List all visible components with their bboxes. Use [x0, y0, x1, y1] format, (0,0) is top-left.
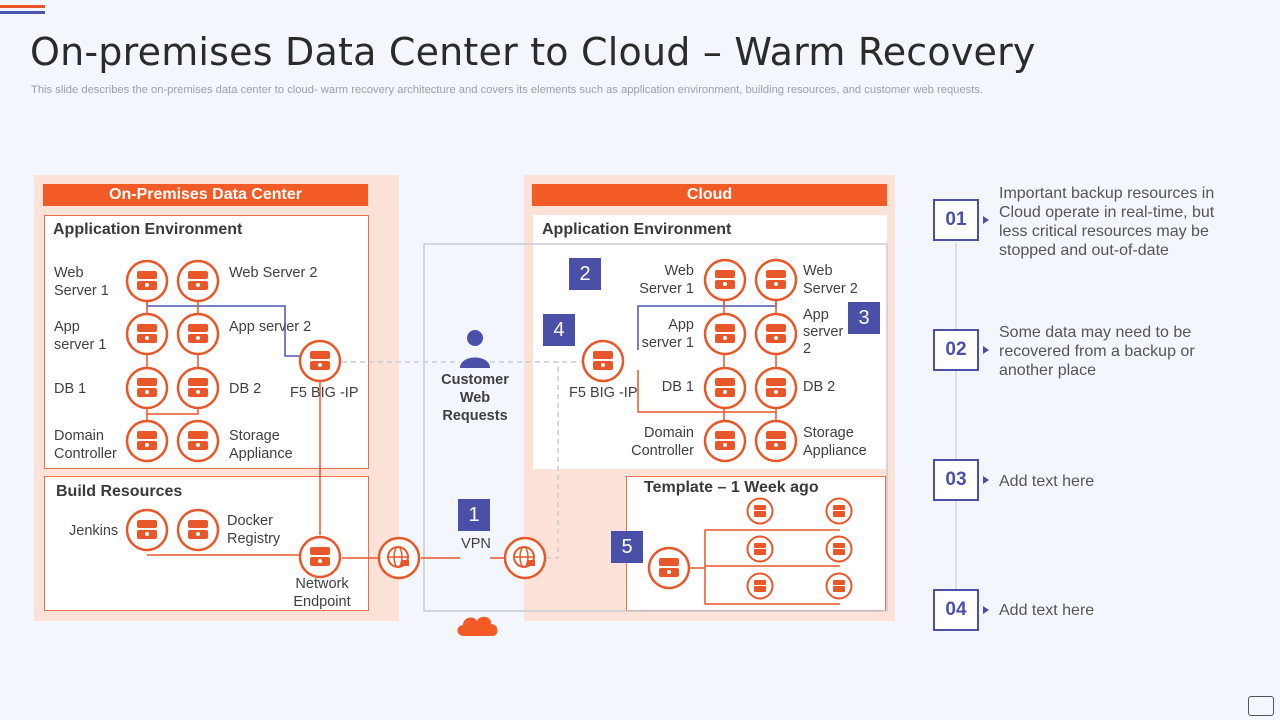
badge-1: 1: [458, 499, 490, 531]
step-arrow-icon: [983, 216, 989, 224]
step-arrow-icon: [983, 606, 989, 614]
step-number-01: 01: [933, 199, 979, 241]
server-icon: [176, 366, 220, 415]
build-resources-title: Build Resources: [56, 483, 183, 500]
cloud-f5-label: F5 BIG -IP: [569, 385, 638, 401]
cloud-app-server-1-label: App server 1: [641, 317, 694, 351]
server-icon: [825, 572, 853, 605]
onprem-db-1-label: DB 1: [54, 381, 87, 397]
server-icon: [754, 258, 798, 307]
server-icon: [746, 572, 774, 605]
server-icon: [125, 419, 169, 468]
load-balancer-icon: [298, 339, 342, 388]
cloud-db-2-label: DB 2: [803, 379, 836, 395]
vpn-globe-icon: [377, 536, 421, 585]
step-text-03: Add text here: [999, 473, 1095, 490]
vpn-globe-icon: [503, 536, 547, 585]
step-text-01: Important backup resources in Cloud oper…: [999, 185, 1215, 259]
onprem-web-server-2-label: Web Server 2: [229, 265, 318, 281]
server-icon: [176, 312, 220, 361]
badge-5: 5: [611, 531, 643, 563]
step-number-04: 04: [933, 589, 979, 631]
jenkins-label: Jenkins: [69, 523, 119, 539]
load-balancer-icon: [581, 339, 625, 388]
onprem-app-env-title: Application Environment: [53, 221, 243, 238]
cloud-header: Cloud: [532, 184, 887, 206]
server-icon: [746, 497, 774, 530]
accent-bar-orange: [0, 5, 45, 8]
cloud-app-env-title: Application Environment: [542, 221, 732, 238]
onprem-header: On-Premises Data Center: [43, 184, 368, 206]
server-icon: [754, 419, 798, 468]
vpn-label: VPN: [461, 536, 491, 552]
page-title: On-premises Data Center to Cloud – Warm …: [30, 30, 1036, 74]
server-icon: [703, 366, 747, 415]
onprem-domain-controller-label: Domain Controller: [54, 428, 117, 462]
cloud-icon: [454, 610, 500, 643]
template-title: Template – 1 Week ago: [644, 479, 819, 496]
onprem-f5-label: F5 BIG -IP: [290, 385, 359, 401]
step-arrow-icon: [983, 346, 989, 354]
onprem-web-server-1-label: Web Server 1: [54, 265, 109, 299]
badge-3: 3: [848, 302, 880, 334]
accent-bar-blue: [0, 11, 45, 14]
onprem-app-server-2-label: App server 2: [229, 319, 312, 335]
cloud-db-1-label: DB 1: [661, 379, 694, 395]
server-icon: [703, 312, 747, 361]
server-icon: [125, 312, 169, 361]
onprem-db-2-label: DB 2: [229, 381, 262, 397]
badge-4: 4: [543, 314, 575, 346]
server-icon: [176, 508, 220, 557]
cloud-web-server-2-label: Web Server 2: [803, 263, 858, 297]
cloud-storage-label: Storage Appliance: [803, 425, 867, 459]
step-number-03: 03: [933, 459, 979, 501]
user-icon: [458, 328, 492, 375]
server-icon: [703, 419, 747, 468]
onprem-storage-label: Storage Appliance: [229, 428, 293, 462]
step-text-04: Add text here: [999, 602, 1095, 619]
server-icon: [125, 366, 169, 415]
cloud-app-server-2-label: App server 2: [803, 307, 844, 357]
template-server-icon: [647, 546, 691, 595]
server-icon: [754, 366, 798, 415]
server-icon: [125, 508, 169, 557]
network-endpoint-label: Network Endpoint: [293, 576, 351, 610]
server-icon: [176, 259, 220, 308]
server-icon: [703, 258, 747, 307]
server-icon: [754, 312, 798, 361]
cloud-web-server-1-label: Web Server 1: [639, 263, 694, 297]
cloud-domain-controller-label: Domain Controller: [631, 425, 694, 459]
badge-2: 2: [569, 258, 601, 290]
step-arrow-icon: [983, 476, 989, 484]
server-icon: [125, 259, 169, 308]
page-subtitle: This slide describes the on-premises dat…: [31, 84, 984, 96]
onprem-app-server-1-label: App server 1: [54, 319, 107, 353]
step-number-02: 02: [933, 329, 979, 371]
customer-web-requests-label: Customer Web Requests: [441, 372, 509, 424]
network-endpoint-icon: [298, 535, 342, 584]
step-text-02: Some data may need to be recovered from …: [999, 324, 1195, 379]
server-icon: [825, 535, 853, 568]
server-icon: [746, 535, 774, 568]
server-icon: [176, 419, 220, 468]
server-icon: [825, 497, 853, 530]
slide-corner-icon[interactable]: [1248, 696, 1274, 716]
docker-registry-label: Docker Registry: [227, 513, 281, 547]
